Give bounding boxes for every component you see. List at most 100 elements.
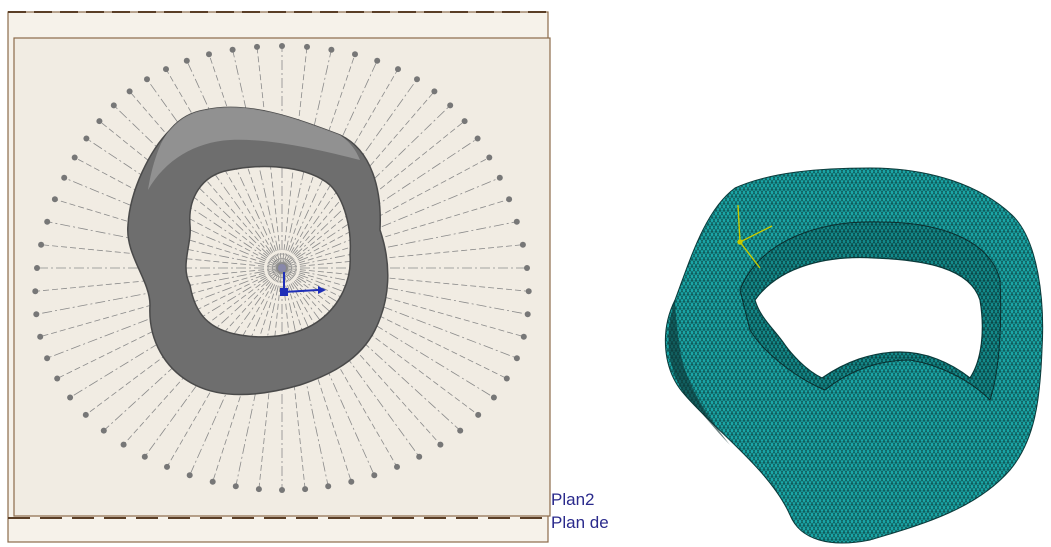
radial-guide-line xyxy=(281,68,399,269)
guide-end-point[interactable] xyxy=(474,135,481,142)
guide-end-point[interactable] xyxy=(38,241,45,248)
radial-guide-line xyxy=(281,267,507,379)
guide-end-point[interactable] xyxy=(348,478,355,485)
guide-end-point[interactable] xyxy=(371,472,378,479)
guide-end-point[interactable] xyxy=(144,76,150,83)
guide-end-point[interactable] xyxy=(394,463,400,470)
guide-end-point[interactable] xyxy=(302,486,309,493)
guide-end-point[interactable] xyxy=(100,427,107,434)
radial-guide-line xyxy=(281,267,461,431)
guide-end-point[interactable] xyxy=(325,483,332,490)
radial-guide-line xyxy=(281,177,500,269)
guide-end-point[interactable] xyxy=(328,46,335,53)
guide-end-point[interactable] xyxy=(61,174,68,181)
radial-guide-line xyxy=(281,91,435,269)
guide-end-point[interactable] xyxy=(519,241,526,248)
guide-end-point[interactable] xyxy=(486,154,493,161)
guide-end-point[interactable] xyxy=(254,43,260,50)
plane-label-plan2[interactable]: Plan2 xyxy=(551,490,595,509)
axis-triad-icon xyxy=(737,204,773,269)
radial-guide-line xyxy=(47,221,283,269)
guide-end-point[interactable] xyxy=(96,118,103,125)
radial-guide-line xyxy=(35,267,283,292)
guide-end-point[interactable] xyxy=(71,154,78,161)
guide-end-point[interactable] xyxy=(37,333,44,340)
guide-end-point[interactable] xyxy=(279,487,285,493)
radial-guide-line xyxy=(166,267,283,468)
guide-end-point[interactable] xyxy=(506,196,513,203)
guide-end-point[interactable] xyxy=(520,333,527,340)
radial-guide-line xyxy=(69,267,283,398)
ring-top-face xyxy=(148,107,360,190)
cad-viewport[interactable] xyxy=(0,0,640,547)
radial-guide-line xyxy=(281,267,441,445)
guide-end-point[interactable] xyxy=(503,375,510,382)
guide-end-point[interactable] xyxy=(374,57,381,64)
guide-end-point[interactable] xyxy=(232,483,239,490)
radial-guide-line xyxy=(46,267,283,359)
guide-end-point[interactable] xyxy=(513,355,520,362)
meshed-ring[interactable] xyxy=(664,167,1044,544)
guide-end-point[interactable] xyxy=(395,66,401,73)
guide-end-point[interactable] xyxy=(54,375,61,382)
radial-guide-line xyxy=(40,267,283,338)
guide-end-point[interactable] xyxy=(67,394,74,401)
guide-end-point[interactable] xyxy=(525,288,532,295)
radial-guide-lines xyxy=(32,43,532,493)
guide-end-point[interactable] xyxy=(141,453,148,460)
guide-end-point[interactable] xyxy=(209,478,216,485)
guide-end-point[interactable] xyxy=(513,218,520,225)
guide-end-point[interactable] xyxy=(83,135,90,142)
guide-end-point[interactable] xyxy=(126,88,133,95)
guide-end-point[interactable] xyxy=(496,174,503,181)
guide-end-point[interactable] xyxy=(32,288,39,295)
guide-end-point[interactable] xyxy=(33,311,40,318)
guide-end-point[interactable] xyxy=(447,102,454,109)
guide-end-point[interactable] xyxy=(461,118,468,125)
guide-end-point[interactable] xyxy=(163,66,169,73)
radial-guide-line xyxy=(281,267,479,416)
guide-end-point[interactable] xyxy=(416,453,423,460)
guide-end-point[interactable] xyxy=(524,311,531,318)
ring-solid[interactable] xyxy=(127,106,389,396)
ring-outer-body xyxy=(127,106,389,396)
guide-end-point[interactable] xyxy=(164,463,170,470)
guide-end-point[interactable] xyxy=(437,441,444,448)
guide-end-point[interactable] xyxy=(120,441,127,448)
mesh-hole xyxy=(754,256,983,379)
guide-end-point[interactable] xyxy=(206,51,212,58)
radial-guide-line xyxy=(281,267,420,457)
guide-end-point[interactable] xyxy=(186,472,193,479)
guide-end-point[interactable] xyxy=(475,411,482,418)
radial-guide-line xyxy=(281,244,523,269)
guide-end-point[interactable] xyxy=(490,394,497,401)
guide-end-point[interactable] xyxy=(457,427,464,434)
guide-end-point[interactable] xyxy=(183,57,190,64)
guide-end-point[interactable] xyxy=(304,43,310,50)
guide-end-point[interactable] xyxy=(255,486,262,493)
guide-end-point[interactable] xyxy=(431,88,438,95)
guide-end-point[interactable] xyxy=(34,265,40,271)
radial-guide-line xyxy=(281,267,524,338)
guide-end-point[interactable] xyxy=(110,102,117,109)
radial-guide-line xyxy=(281,267,398,468)
guide-end-point[interactable] xyxy=(44,218,51,225)
radial-guide-line xyxy=(281,267,528,315)
radial-guide-line xyxy=(281,157,490,269)
plane-label-plan-de[interactable]: Plan de xyxy=(551,513,609,532)
radial-guide-line xyxy=(281,221,517,269)
radial-guide-line xyxy=(57,267,283,379)
guide-end-point[interactable] xyxy=(524,265,530,271)
guide-end-point[interactable] xyxy=(44,355,51,362)
mesh-viewport[interactable] xyxy=(640,0,1051,547)
mesh-shadow-edge xyxy=(668,300,730,445)
guide-end-point[interactable] xyxy=(51,196,58,203)
radial-guide-line xyxy=(165,68,283,269)
radial-guide-line xyxy=(103,267,283,431)
guide-end-point[interactable] xyxy=(279,43,285,49)
guide-end-point[interactable] xyxy=(82,411,89,418)
guide-end-point[interactable] xyxy=(414,76,420,83)
radial-guide-line xyxy=(281,267,518,359)
guide-end-point[interactable] xyxy=(352,51,358,58)
guide-end-point[interactable] xyxy=(229,46,236,53)
